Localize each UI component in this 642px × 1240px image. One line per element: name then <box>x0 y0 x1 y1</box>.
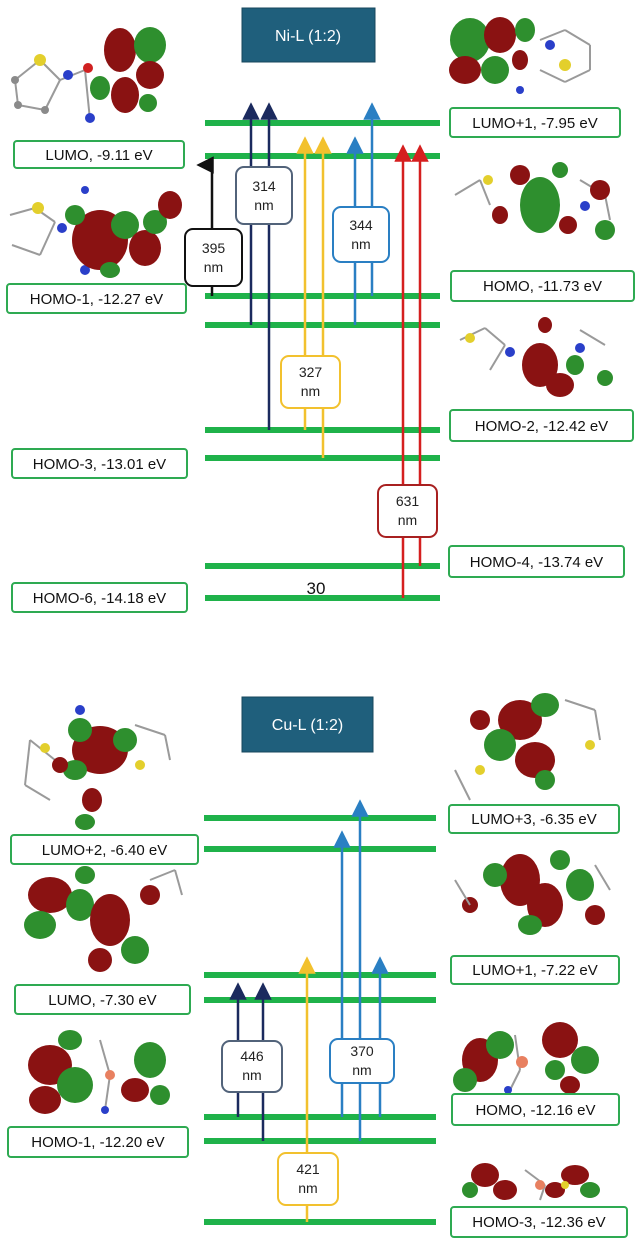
cu-label-homo3-text: HOMO-3, -12.36 eV <box>472 1214 605 1231</box>
cu-label-homo1-text: HOMO-1, -12.20 eV <box>31 1134 164 1151</box>
cu-label-lumo-text: LUMO, -7.30 eV <box>48 992 156 1009</box>
cu-title: Cu-L (1:2) <box>272 717 343 734</box>
ni-orbital-image-lumo <box>11 27 166 123</box>
ni-label-lumo1: LUMO+1, -7.95 eV <box>449 107 621 138</box>
ni-label-homo6: HOMO-6, -14.18 eV <box>11 582 188 613</box>
cu-energy-levels <box>204 815 436 1225</box>
cu-label-lumo: LUMO, -7.30 eV <box>14 984 191 1015</box>
ni-label-homo6-text: HOMO-6, -14.18 eV <box>33 590 166 607</box>
ni-label-homo2-text: HOMO-2, -12.42 eV <box>475 418 608 435</box>
cu-orbital-image-homo <box>453 1022 599 1094</box>
ni-label-homo3: HOMO-3, -13.01 eV <box>11 448 188 479</box>
cu-label-homo: HOMO, -12.16 eV <box>451 1093 620 1126</box>
cu-label-lumo2-text: LUMO+2, -6.40 eV <box>42 842 167 859</box>
ni-orbital-image-homo1 <box>9 186 182 278</box>
ni-label-homo4: HOMO-4, -13.74 eV <box>448 545 625 578</box>
ni-orbital-image-lumo1 <box>449 17 591 94</box>
cu-orbital-image-lumo2 <box>24 705 171 830</box>
ni-label-lumo-text: LUMO, -9.11 eV <box>45 147 152 164</box>
ni-label-homo3-text: HOMO-3, -13.01 eV <box>33 456 166 473</box>
cu-orbital-image-lumo3 <box>454 693 601 801</box>
ni-label-lumo1-text: LUMO+1, -7.95 eV <box>472 115 597 132</box>
ni-label-homo1: HOMO-1, -12.27 eV <box>6 283 187 314</box>
cu-label-homo3: HOMO-3, -12.36 eV <box>450 1206 628 1238</box>
ni-label-homo4-text: HOMO-4, -13.74 eV <box>470 554 603 571</box>
cu-title-box <box>241 696 374 753</box>
cu-label-lumo1-text: LUMO+1, -7.22 eV <box>472 962 597 979</box>
cu-label-lumo3: LUMO+3, -6.35 eV <box>448 804 620 834</box>
ni-annotation: 30 <box>307 579 326 598</box>
cu-label-lumo1: LUMO+1, -7.22 eV <box>450 955 620 985</box>
ni-label-homo: HOMO, -11.73 eV <box>450 270 635 302</box>
ni-label-homo-text: HOMO, -11.73 eV <box>483 278 602 295</box>
ni-panel: Ni-L (1:2) <box>6 7 635 613</box>
cu-label-lumo3-text: LUMO+3, -6.35 eV <box>471 811 596 828</box>
cu-label-homo-text: HOMO, -12.16 eV <box>475 1102 595 1119</box>
ni-title-box <box>241 7 376 63</box>
ni-label-homo1-text: HOMO-1, -12.27 eV <box>30 291 163 308</box>
cu-orbital-image-homo3 <box>462 1163 600 1201</box>
cu-label-homo1: HOMO-1, -12.20 eV <box>7 1126 189 1158</box>
ni-label-homo2: HOMO-2, -12.42 eV <box>449 409 634 442</box>
ni-title: Ni-L (1:2) <box>275 28 341 45</box>
cu-orbital-image-homo1 <box>28 1030 170 1114</box>
ni-label-lumo: LUMO, -9.11 eV <box>13 140 185 169</box>
cu-panel: Cu-L (1:2) <box>7 693 628 1238</box>
cu-label-lumo2: LUMO+2, -6.40 eV <box>10 834 199 865</box>
cu-orbital-image-lumo1 <box>454 850 611 935</box>
ni-orbital-image-homo <box>454 162 615 240</box>
ni-orbital-image-homo2 <box>459 317 613 397</box>
cu-orbital-image-lumo <box>24 866 183 972</box>
